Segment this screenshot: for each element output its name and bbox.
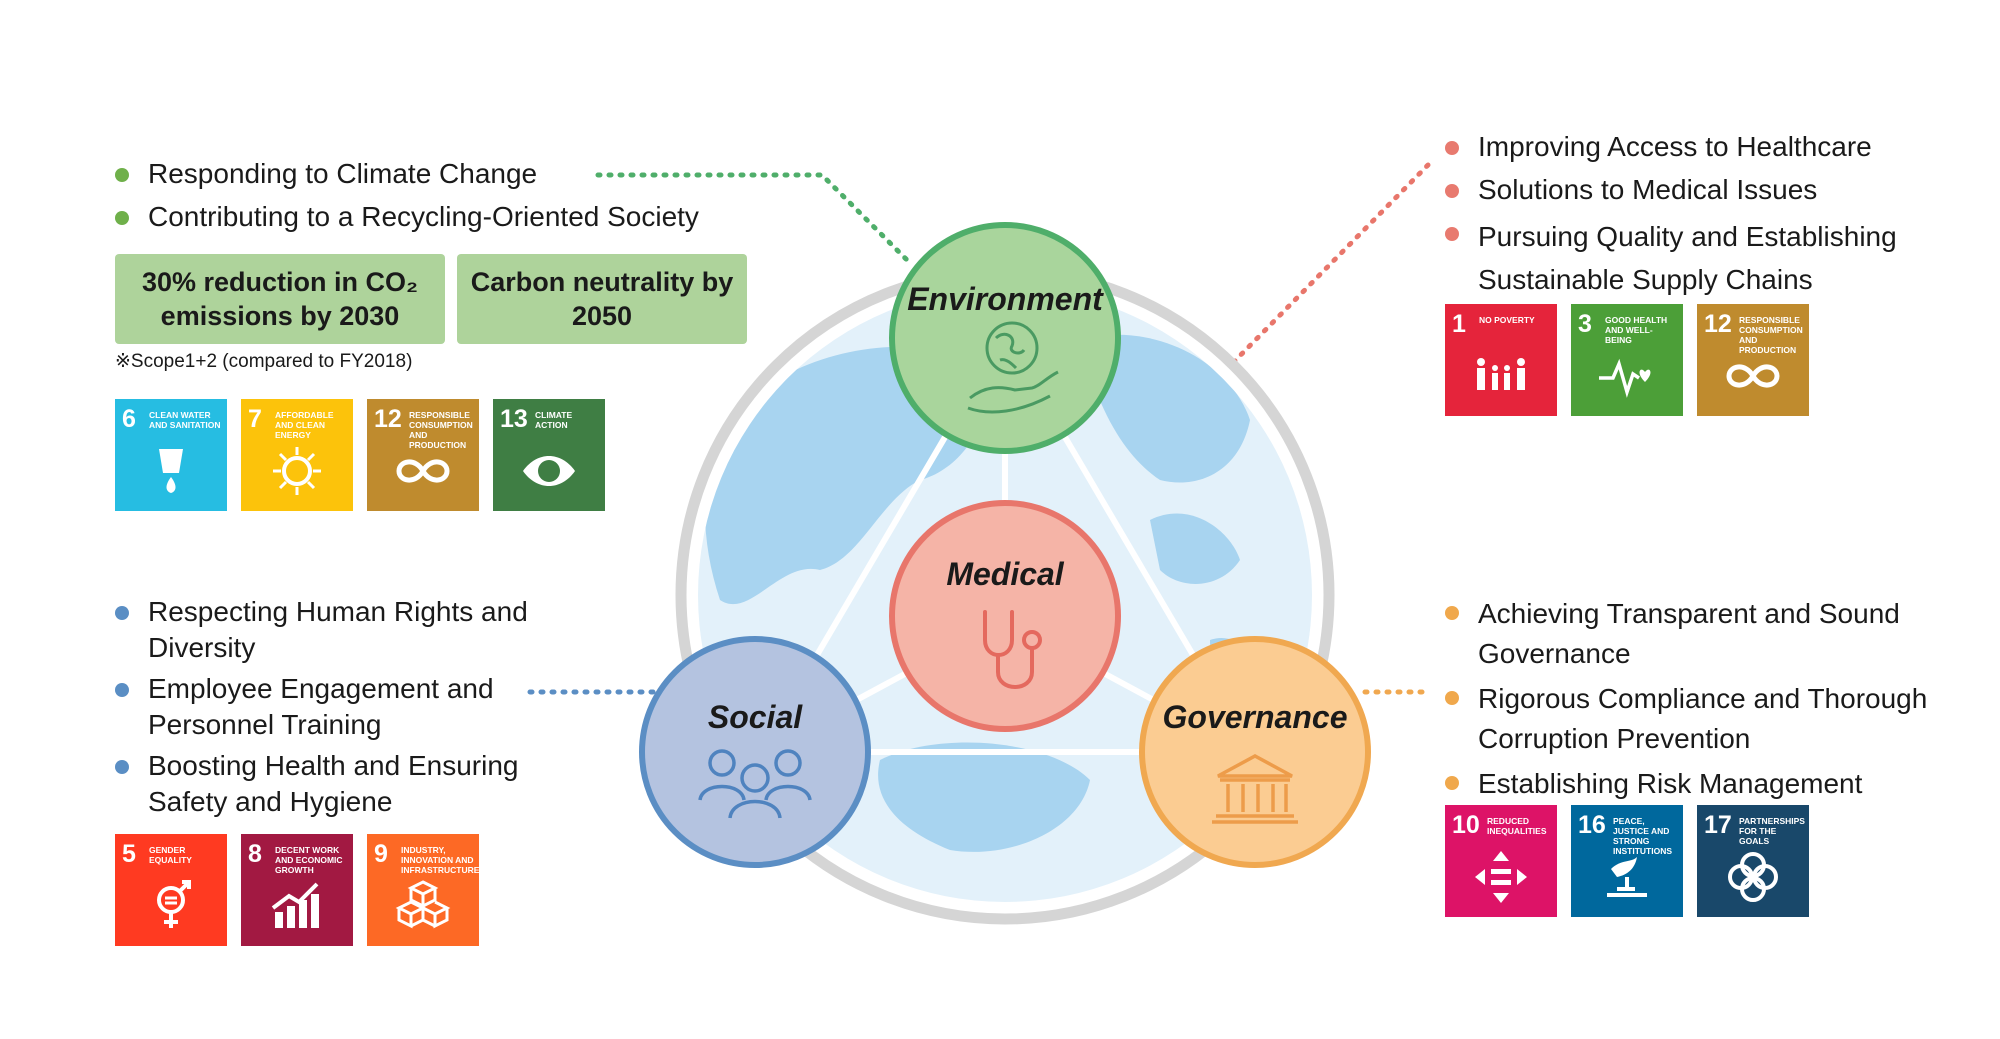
sdg-number: 3 <box>1578 310 1592 338</box>
sdg-number: 9 <box>374 840 388 868</box>
water-drop-icon <box>159 449 183 493</box>
list-item: Improving Access to Healthcare <box>1445 129 1965 165</box>
governance-label: Governance <box>1163 699 1348 735</box>
list-item: Establishing Risk Management <box>1445 764 1975 804</box>
sdg-goal-8-tile: 8 DECENT WORK AND ECONOMIC GROWTH <box>241 834 353 946</box>
list-item: Employee Engagement and Personnel Traini… <box>115 671 555 743</box>
sdg-title: PARTNERSHIPS FOR THE GOALS <box>1739 816 1805 846</box>
sdg-number: 12 <box>374 405 402 433</box>
infinity-loop-icon <box>1726 364 1780 388</box>
sdg-number: 7 <box>248 405 262 433</box>
sdg-title: REDUCED INEQUALITIES <box>1487 816 1547 836</box>
sdg-goal-3-tile: 3 GOOD HEALTH AND WELL-BEING <box>1571 304 1683 416</box>
medical-issues-list: Improving Access to Healthcare Solutions… <box>1445 129 1965 308</box>
carbon-neutrality-box: Carbon neutrality by 2050 <box>457 254 747 344</box>
sdg-number: 1 <box>1452 310 1466 338</box>
sdg-title: CLIMATE ACTION <box>535 410 573 430</box>
sdg-number: 5 <box>122 840 136 868</box>
sdg-title: RESPONSIBLE CONSUMPTION AND PRODUCTION <box>409 410 473 450</box>
stethoscope-icon <box>983 610 1042 689</box>
medical-sdg-row: 1 NO POVERTY 3 GOOD HEALTH AND WELL-BEING 12… <box>1445 304 1809 416</box>
sdg-number: 12 <box>1704 310 1732 338</box>
governance-circle: Governance <box>1139 636 1371 868</box>
social-issues-list: Respecting Human Rights and Diversity Em… <box>115 594 555 820</box>
sdg-title: INDUSTRY, INNOVATION AND INFRASTRUCTURE <box>401 845 479 875</box>
sdg-goal-7-tile: 7 AFFORDABLE AND CLEAN ENERGY <box>241 399 353 511</box>
sdg-title: GOOD HEALTH AND WELL-BEING <box>1605 315 1668 345</box>
social-sdg-row: 5 GENDER EQUALITY 8 DECENT WORK AND ECONOMI… <box>115 834 479 946</box>
environment-sdg-row: 6 CLEAN WATER AND SANITATION 7 AFFORDABLE A… <box>115 399 605 511</box>
list-item: Contributing to a Recycling-Oriented Soc… <box>115 199 699 235</box>
cubes-icon <box>395 880 451 929</box>
sdg-title: NO POVERTY <box>1479 315 1535 325</box>
carbon-neutrality-text: Carbon neutrality by 2050 <box>470 267 734 331</box>
sdg-goal-1-tile: 1 NO POVERTY <box>1445 304 1557 416</box>
sdg-number: 13 <box>500 405 528 433</box>
sdg-title: CLEAN WATER AND SANITATION <box>149 410 221 430</box>
co2-target-box: 30% reduction in CO₂ emissions by 2030 <box>115 254 445 344</box>
sdg-title: AFFORDABLE AND CLEAN ENERGY <box>275 410 334 440</box>
sdg-number: 17 <box>1704 811 1732 839</box>
social-label: Social <box>708 699 803 735</box>
sdg-number: 8 <box>248 840 262 868</box>
sdg-goal-10-tile: 10 REDUCED INEQUALITIES <box>1445 805 1557 917</box>
sdg-goal-6-tile: 6 CLEAN WATER AND SANITATION <box>115 399 227 511</box>
list-item: Boosting Health and Ensuring Safety and … <box>115 748 555 820</box>
sdg-goal-5-tile: 5 GENDER EQUALITY <box>115 834 227 946</box>
co2-target-text: 30% reduction in CO₂ emissions by 2030 <box>141 267 419 331</box>
dove-gavel-icon <box>1607 857 1647 897</box>
list-item: Achieving Transparent and Sound Governan… <box>1445 594 1975 674</box>
list-item: Pursuing Quality and Establishing Sustai… <box>1445 215 1965 301</box>
governance-issues-list: Achieving Transparent and Sound Governan… <box>1445 594 1975 804</box>
sdg-goal-13-tile: 13 CLIMATE ACTION <box>493 399 605 511</box>
people-group-icon <box>698 749 812 819</box>
rings-flower-icon <box>1728 852 1778 902</box>
environment-label: Environment <box>907 281 1104 317</box>
sdg-title: DECENT WORK AND ECONOMIC GROWTH <box>275 845 343 875</box>
infinity-loop-icon <box>396 459 450 483</box>
sdg-number: 6 <box>122 405 136 433</box>
scope-note: ※Scope1+2 (compared to FY2018) <box>115 351 413 372</box>
gender-icon <box>157 880 191 928</box>
environment-connector <box>595 172 915 268</box>
social-circle: Social <box>639 636 871 868</box>
institution-building-icon <box>1212 754 1298 824</box>
heartbeat-icon <box>1599 358 1651 398</box>
sdg-title: GENDER EQUALITY <box>149 845 192 865</box>
medical-circle: Medical <box>889 500 1121 732</box>
medical-label: Medical <box>946 556 1064 592</box>
list-item: Solutions to Medical Issues <box>1445 172 1965 208</box>
sun-power-icon <box>273 447 321 495</box>
environment-issues-list: Responding to Climate Change Contributin… <box>115 156 699 242</box>
list-item: Respecting Human Rights and Diversity <box>115 594 555 666</box>
equality-arrows-icon <box>1475 851 1527 903</box>
sdg-goal-9-tile: 9 INDUSTRY, INNOVATION AND INFRASTRUCTURE <box>367 834 479 946</box>
sdg-title: RESPONSIBLE CONSUMPTION AND PRODUCTION <box>1739 315 1803 355</box>
sdg-number: 10 <box>1452 811 1480 839</box>
sdg-number: 16 <box>1578 811 1606 839</box>
growth-chart-icon <box>271 882 319 928</box>
environment-circle: Environment <box>889 222 1121 454</box>
list-item: Rigorous Compliance and Thorough Corrupt… <box>1445 679 1975 759</box>
sdg-title: PEACE, JUSTICE AND STRONG INSTITUTIONS <box>1613 816 1673 856</box>
eye-globe-icon <box>523 456 575 486</box>
family-icon <box>1477 358 1525 390</box>
globe-in-hand-icon <box>967 321 1059 414</box>
list-item: Responding to Climate Change <box>115 156 699 192</box>
